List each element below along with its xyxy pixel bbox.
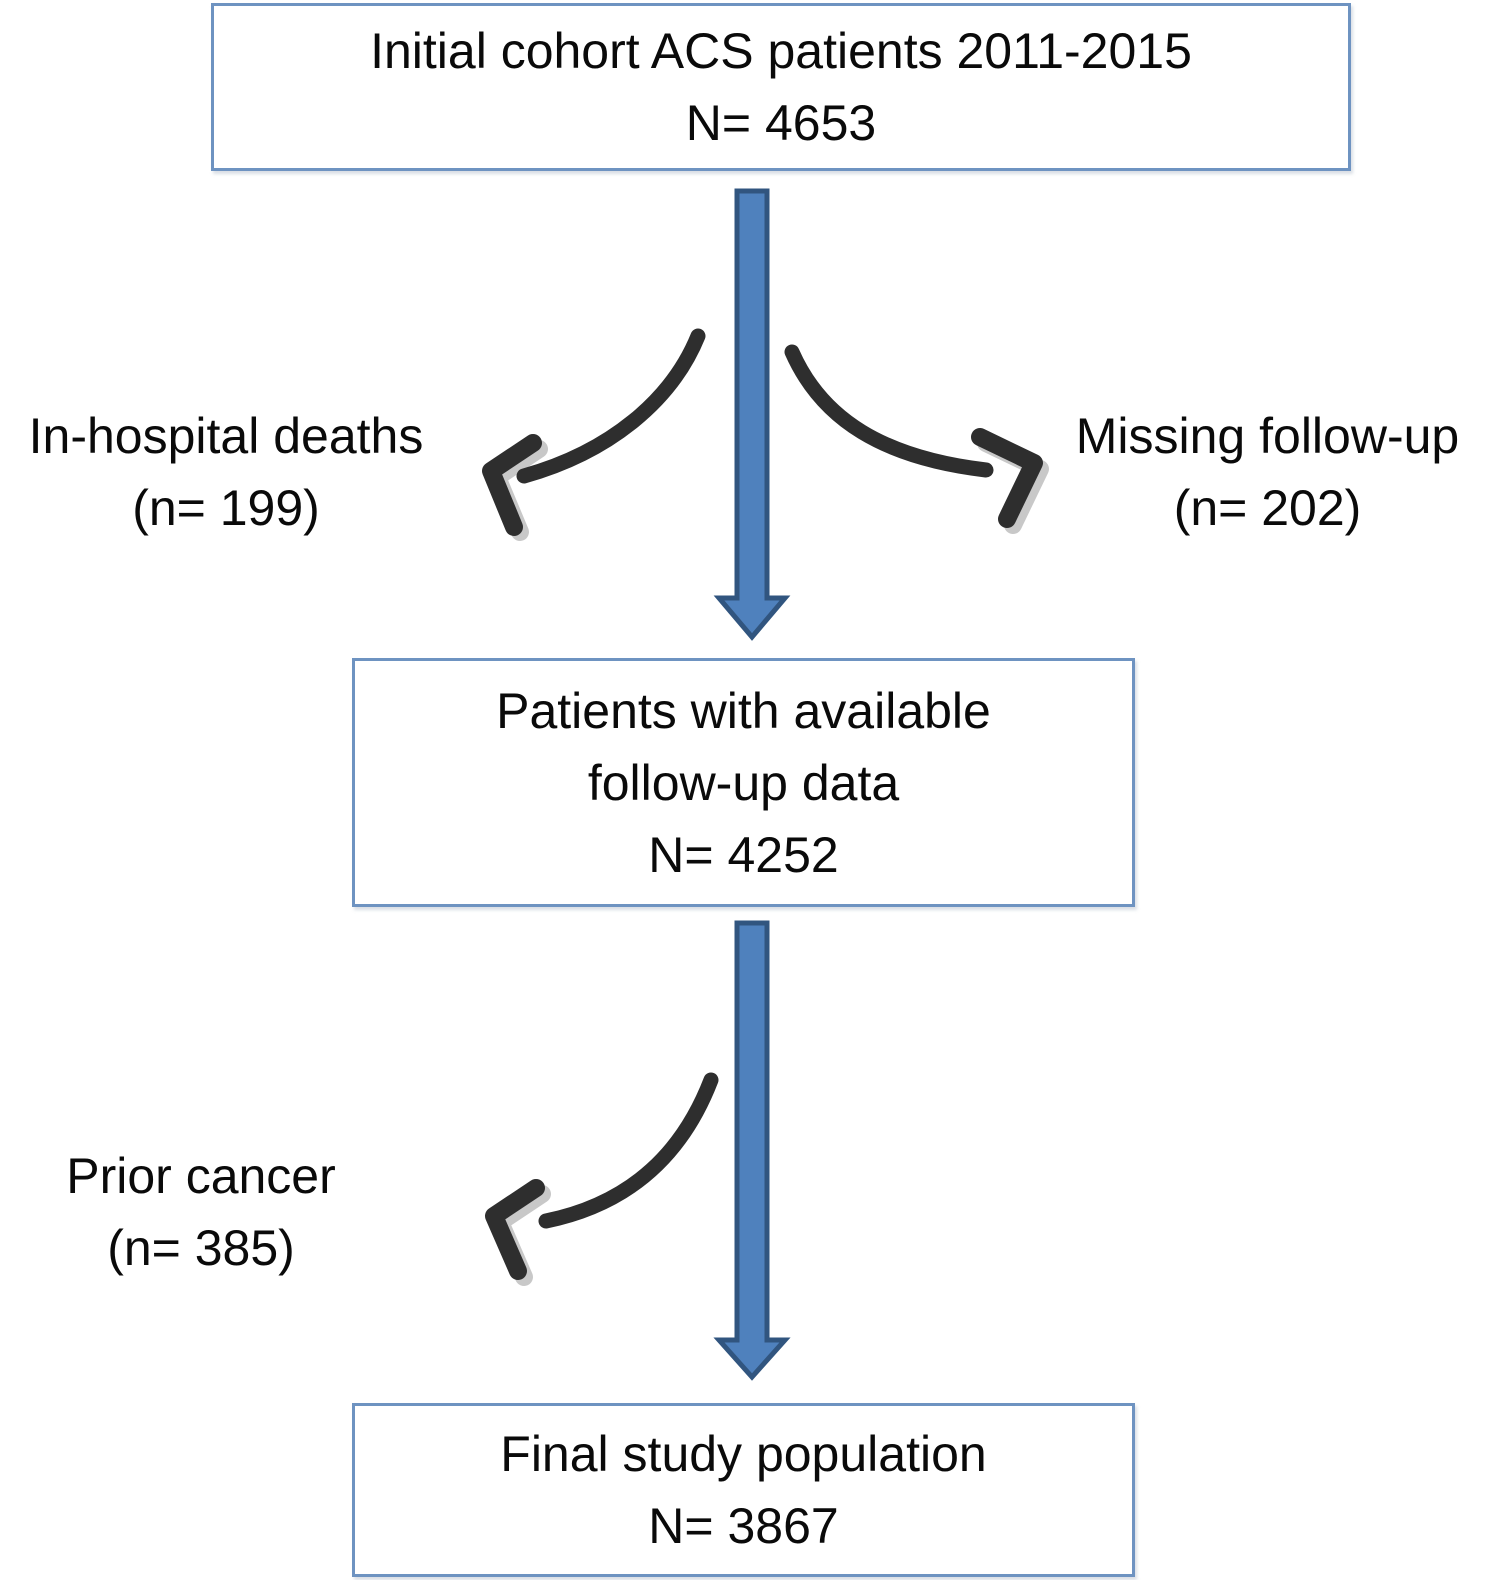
curved-arrow-cancer-icon xyxy=(485,1072,719,1286)
label-prior-cancer-count: (n= 385) xyxy=(107,1220,295,1276)
label-in-hospital-deaths-text: In-hospital deaths xyxy=(28,408,424,464)
box-initial-cohort: Initial cohort ACS patients 2011-2015 N=… xyxy=(211,3,1351,171)
box-initial-cohort-title: Initial cohort ACS patients 2011-2015 xyxy=(370,23,1192,79)
label-prior-cancer-text: Prior cancer xyxy=(66,1148,336,1204)
box-final-population: Final study population N= 3867 xyxy=(352,1403,1135,1577)
down-arrow-bottom-icon xyxy=(713,920,791,1381)
down-arrow-top-icon xyxy=(713,188,791,641)
label-missing-follow-up: Missing follow-up (n= 202) xyxy=(1048,400,1487,544)
box-followup-patients: Patients with available follow-up data N… xyxy=(352,658,1135,907)
curved-arrow-deaths-icon xyxy=(482,328,706,541)
label-missing-follow-up-text: Missing follow-up xyxy=(1075,408,1460,464)
box-final-population-title: Final study population xyxy=(500,1426,987,1482)
label-in-hospital-deaths: In-hospital deaths (n= 199) xyxy=(0,400,452,544)
box-initial-cohort-count: N= 4653 xyxy=(685,95,877,151)
label-in-hospital-deaths-count: (n= 199) xyxy=(132,480,320,536)
curved-arrow-missing-icon xyxy=(784,344,1049,534)
box-followup-patients-count: N= 4252 xyxy=(648,826,839,883)
box-followup-patients-title-2: follow-up data xyxy=(587,754,900,811)
label-prior-cancer: Prior cancer (n= 385) xyxy=(25,1140,377,1284)
label-missing-follow-up-count: (n= 202) xyxy=(1173,480,1362,536)
box-followup-patients-title-1: Patients with available xyxy=(496,682,991,739)
box-final-population-count: N= 3867 xyxy=(648,1498,839,1554)
